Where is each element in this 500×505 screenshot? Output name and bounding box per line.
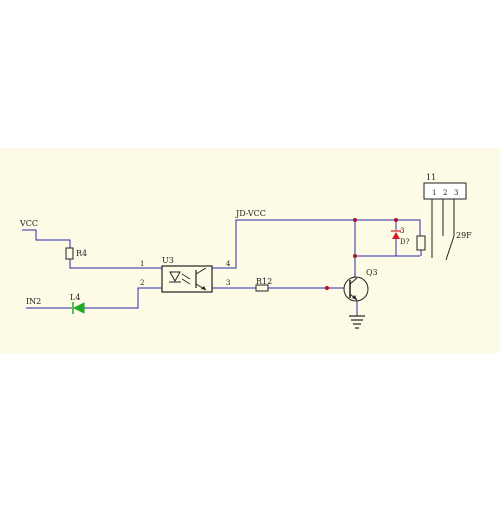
vcc-net: VCC: [19, 219, 71, 248]
u3-light-arrow-1: [181, 273, 191, 280]
u3-transistor-collector: [195, 267, 207, 275]
resistor-r4: R4: [65, 247, 162, 269]
u3-pin1-label: 1: [140, 260, 144, 268]
diode-icon: [392, 232, 400, 239]
relay-switch-arm: [445, 235, 455, 261]
u3-pin4-label: 4: [226, 260, 231, 268]
relay-coil-wiring: [353, 218, 426, 258]
u3-body: [161, 265, 213, 293]
diode-label: D?: [400, 238, 410, 246]
coil-top-wire: [404, 219, 421, 236]
vcc-label: VCC: [19, 219, 38, 228]
junction-coil-top: [394, 218, 398, 222]
jd-vcc-net: JD-VCC: [212, 209, 404, 278]
jd-vcc-wire: [212, 219, 404, 269]
q3-collector: [349, 277, 358, 285]
q3-emitter-arrow-icon: [352, 295, 357, 300]
r12-label: R12: [256, 277, 272, 286]
ground-symbol: [349, 315, 365, 329]
junction-coil-bottom: [353, 254, 357, 258]
relay-name-label: 29F: [456, 231, 472, 240]
resistor-r12: R12: [212, 277, 344, 292]
u3-light-arrow-2: [181, 278, 191, 285]
relay-switch: 11 1 2 3 29F: [423, 173, 472, 261]
jd-vcc-label: JD-VCC: [235, 209, 266, 218]
in2-label: IN2: [26, 297, 41, 306]
relay-pin-1-label: 1: [432, 189, 436, 197]
relay-connector-body: [423, 182, 467, 200]
in2-net: IN2 L4: [26, 287, 162, 314]
r4-label: R4: [76, 249, 87, 258]
u3-pin3-label: 3: [226, 279, 230, 287]
q3-label: Q3: [366, 268, 378, 277]
vcc-wire: [22, 229, 71, 248]
diode-pin-label: 3: [400, 227, 404, 235]
relay-number-label: 11: [426, 173, 436, 182]
optocoupler-u3: U3 1 2 4 3: [140, 256, 231, 293]
relay-pin-2-label: 2: [443, 189, 447, 197]
u3-led-icon: [169, 271, 181, 283]
u3-pin2-label: 2: [140, 279, 144, 287]
q3-body: [343, 276, 369, 302]
relay-pin-3-label: 3: [454, 189, 458, 197]
l4-label: L4: [70, 293, 80, 302]
u3-label: U3: [162, 256, 174, 265]
transistor-q3: Q3: [343, 268, 378, 316]
r4-to-u3-wire: [69, 259, 162, 269]
junction-q3-base: [325, 286, 329, 290]
u3-emitter-arrow-icon: [201, 286, 206, 290]
l4-to-u3-wire: [84, 287, 162, 309]
